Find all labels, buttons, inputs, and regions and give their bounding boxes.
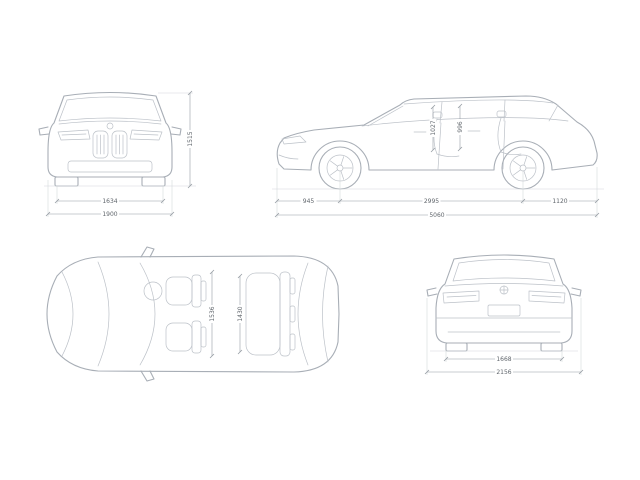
svg-text:1536: 1536 [209, 306, 216, 321]
side-wheelbase-label: 2995 [422, 197, 441, 205]
top-interior-width-front-ticks [209, 269, 215, 359]
front-width-label: 1900 [101, 210, 119, 218]
rear-tail-lights [442, 290, 566, 304]
top-interior-width-rear-ticks [237, 273, 243, 355]
svg-text:2995: 2995 [424, 198, 439, 205]
svg-text:1430: 1430 [237, 306, 244, 321]
side-front-details [278, 135, 307, 160]
top-interior-width-front-label: 1536 [208, 305, 216, 323]
rear-width-ticks [424, 369, 584, 375]
rear-wheels [445, 342, 563, 352]
top-rear-window-arc [297, 262, 309, 366]
side-seats [432, 110, 522, 158]
top-interior-width-rear-label: 1430 [236, 305, 244, 323]
top-body-outline [46, 255, 340, 373]
front-lower-intake [67, 160, 153, 173]
front-headlights [57, 129, 163, 141]
side-body-outline [276, 95, 598, 171]
top-front-seats [165, 274, 207, 354]
rear-width-label: 2156 [495, 368, 513, 376]
side-headroom-rear-ticks [457, 103, 463, 152]
side-view: 1027 996 945 2995 1120 5060 [272, 95, 604, 219]
front-brand-badge [106, 122, 114, 130]
rear-brand-badge [499, 285, 509, 295]
top-mirrors [140, 246, 155, 382]
svg-text:1027: 1027 [430, 120, 437, 135]
front-view: 1634 1900 1515 [38, 90, 196, 218]
front-height-label: 1515 [186, 130, 194, 148]
side-length-ticks [274, 212, 600, 218]
top-windshield-arc [139, 262, 156, 366]
front-kidney-grille [92, 130, 128, 159]
rear-bumper-lines [435, 317, 573, 333]
front-width-ticks [45, 211, 175, 217]
side-extension-lines [272, 167, 604, 218]
top-view: 1536 1430 [46, 246, 340, 382]
front-wheels [54, 176, 166, 187]
rear-window [452, 259, 556, 282]
svg-text:945: 945 [303, 198, 315, 205]
front-track-label: 1634 [101, 197, 119, 205]
rear-view: 1668 2156 [424, 254, 584, 376]
front-height-ticks [187, 90, 193, 189]
svg-text:1900: 1900 [102, 211, 117, 218]
svg-text:5060: 5060 [429, 212, 444, 219]
steering-wheel [143, 281, 163, 301]
svg-text:1515: 1515 [187, 131, 194, 146]
svg-text:1634: 1634 [102, 198, 117, 205]
front-extension-lines [44, 92, 196, 217]
front-track-ticks [54, 198, 166, 204]
rear-shoulder-line [444, 283, 564, 287]
side-length-label: 5060 [428, 211, 446, 219]
rear-body-outline [435, 254, 573, 344]
front-windshield [58, 96, 162, 122]
side-headroom-front-ticks [430, 104, 436, 153]
top-hood-lines [61, 261, 110, 367]
side-upper-dim-ticks [274, 198, 600, 204]
rear-track-ticks [443, 356, 565, 362]
svg-text:2156: 2156 [496, 369, 511, 376]
rear-license-plate [487, 304, 521, 317]
side-headroom-front-label: 1027 [429, 119, 437, 137]
top-rear-bench [245, 271, 296, 357]
side-front-overhang-label: 945 [300, 197, 317, 205]
svg-text:996: 996 [457, 121, 464, 133]
top-tailgate-line [322, 265, 329, 363]
rear-extension-lines [426, 298, 582, 375]
front-mirrors [38, 126, 182, 136]
side-glasshouse [361, 99, 569, 127]
front-body-outline [47, 91, 173, 178]
side-rear-overhang-label: 1120 [551, 197, 569, 205]
side-headroom-rear-label: 996 [456, 119, 464, 135]
rear-track-label: 1668 [495, 355, 513, 363]
front-hood-crease [58, 120, 162, 125]
svg-text:1668: 1668 [496, 356, 511, 363]
rear-mirrors [426, 287, 582, 297]
svg-text:1120: 1120 [552, 198, 567, 205]
